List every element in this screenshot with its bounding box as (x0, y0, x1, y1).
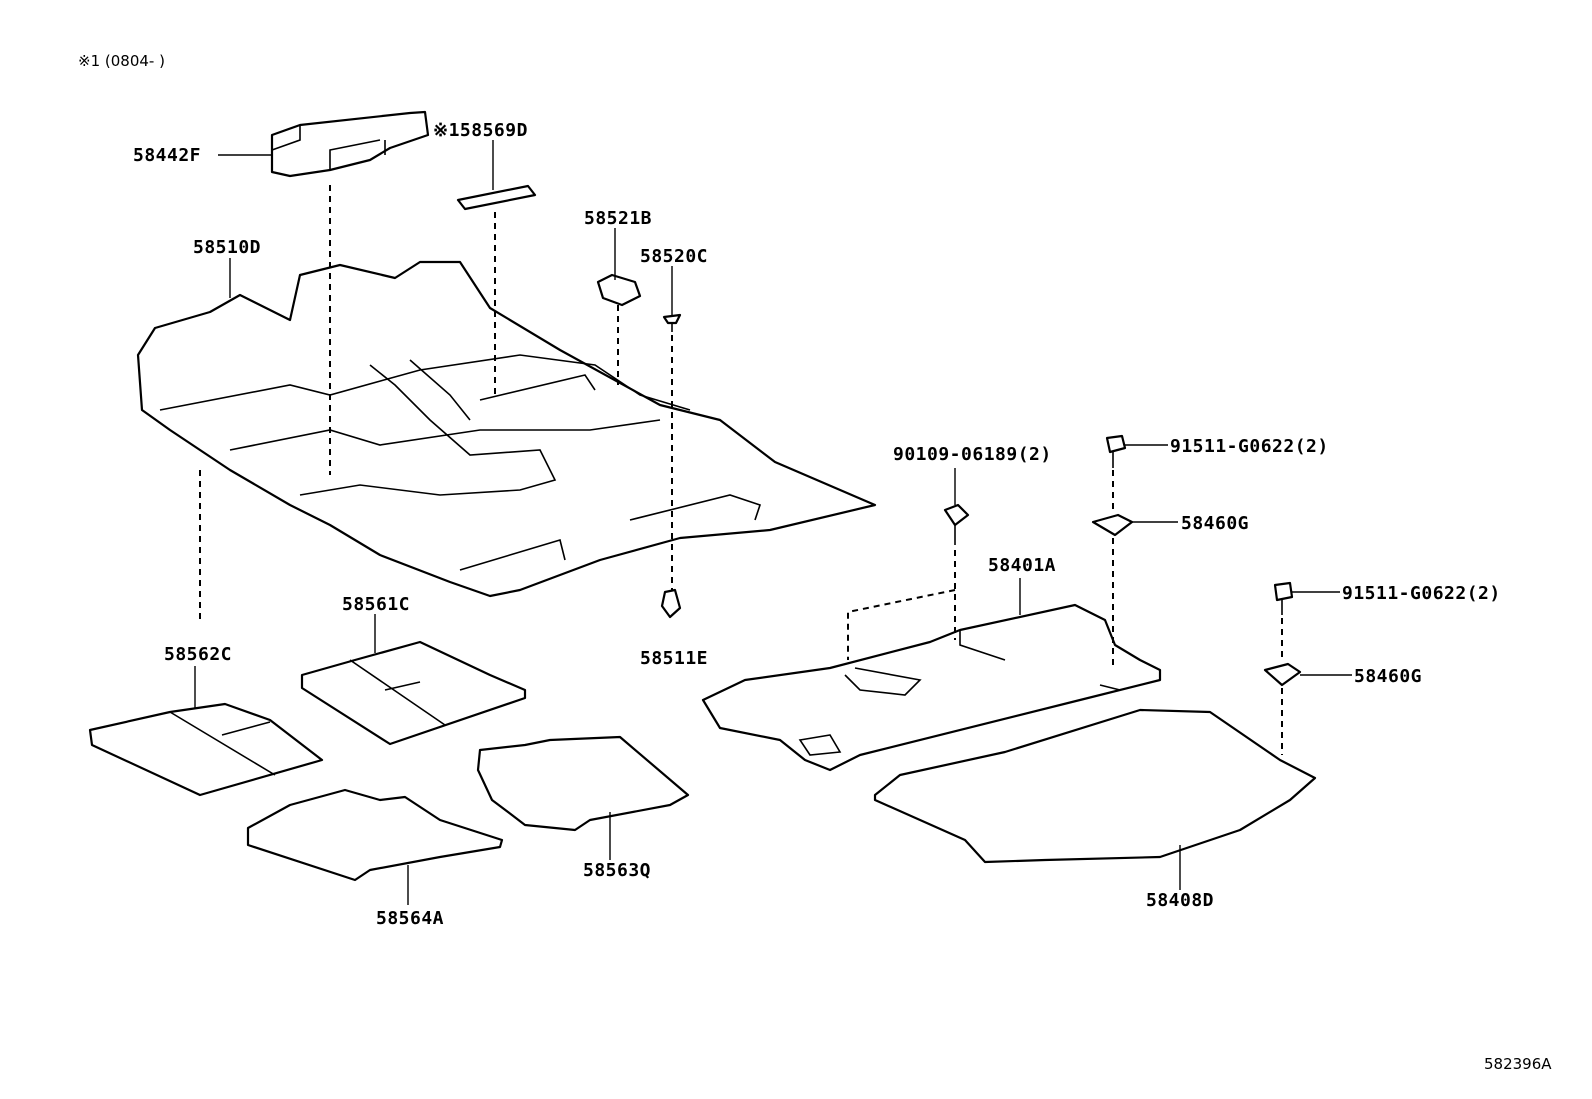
part-58561C-shape[interactable] (300, 640, 527, 746)
bolt-90109-shape[interactable] (943, 503, 970, 545)
assembly-line-90109 (847, 550, 956, 660)
label-58562C[interactable]: 58562C (164, 644, 233, 665)
nut-58460G-b-shape[interactable] (1263, 662, 1302, 687)
part-58563Q-shape[interactable] (476, 735, 690, 832)
label-58401A[interactable]: 58401A (988, 555, 1057, 576)
part-58521B-shape[interactable] (596, 273, 642, 307)
bolt-91511-a-shape[interactable] (1105, 434, 1127, 468)
label-58510D[interactable]: 58510D (193, 237, 262, 258)
drawing-id: 582396A (1484, 1055, 1552, 1073)
label-58564A[interactable]: 58564A (376, 908, 445, 929)
part-58511E-shape[interactable] (660, 588, 682, 619)
part-58520C-shape[interactable] (662, 313, 682, 332)
part-58564A-shape[interactable] (246, 788, 504, 882)
label-58511E[interactable]: 58511E (640, 648, 709, 669)
label-58442F[interactable]: 58442F (133, 145, 202, 166)
part-58401A-shape[interactable] (701, 603, 1162, 772)
label-90109-06189[interactable]: 90109-06189(2) (893, 444, 1052, 465)
label-58561C[interactable]: 58561C (342, 594, 411, 615)
label-91511-G0622-b[interactable]: 91511-G0622(2) (1342, 583, 1501, 604)
label-58520C[interactable]: 58520C (640, 246, 709, 267)
part-58510D-shape[interactable] (136, 260, 877, 598)
revision-note: ※1 (0804- ) (78, 52, 165, 70)
label-58521B[interactable]: 58521B (584, 208, 653, 229)
part-58442F-shape[interactable] (270, 110, 430, 178)
nut-58460G-a-shape[interactable] (1091, 513, 1134, 537)
bolt-91511-b-shape[interactable] (1273, 581, 1294, 615)
label-58563Q[interactable]: 58563Q (583, 860, 652, 881)
part-58408D-shape[interactable] (873, 708, 1317, 864)
part-58569D-shape[interactable] (456, 184, 537, 211)
label-58569D[interactable]: ※158569D (433, 120, 528, 141)
label-58460G-b[interactable]: 58460G (1354, 666, 1423, 687)
label-58460G-a[interactable]: 58460G (1181, 513, 1250, 534)
label-91511-G0622-a[interactable]: 91511-G0622(2) (1170, 436, 1329, 457)
part-58562C-shape[interactable] (88, 702, 324, 797)
label-58408D[interactable]: 58408D (1146, 890, 1215, 911)
